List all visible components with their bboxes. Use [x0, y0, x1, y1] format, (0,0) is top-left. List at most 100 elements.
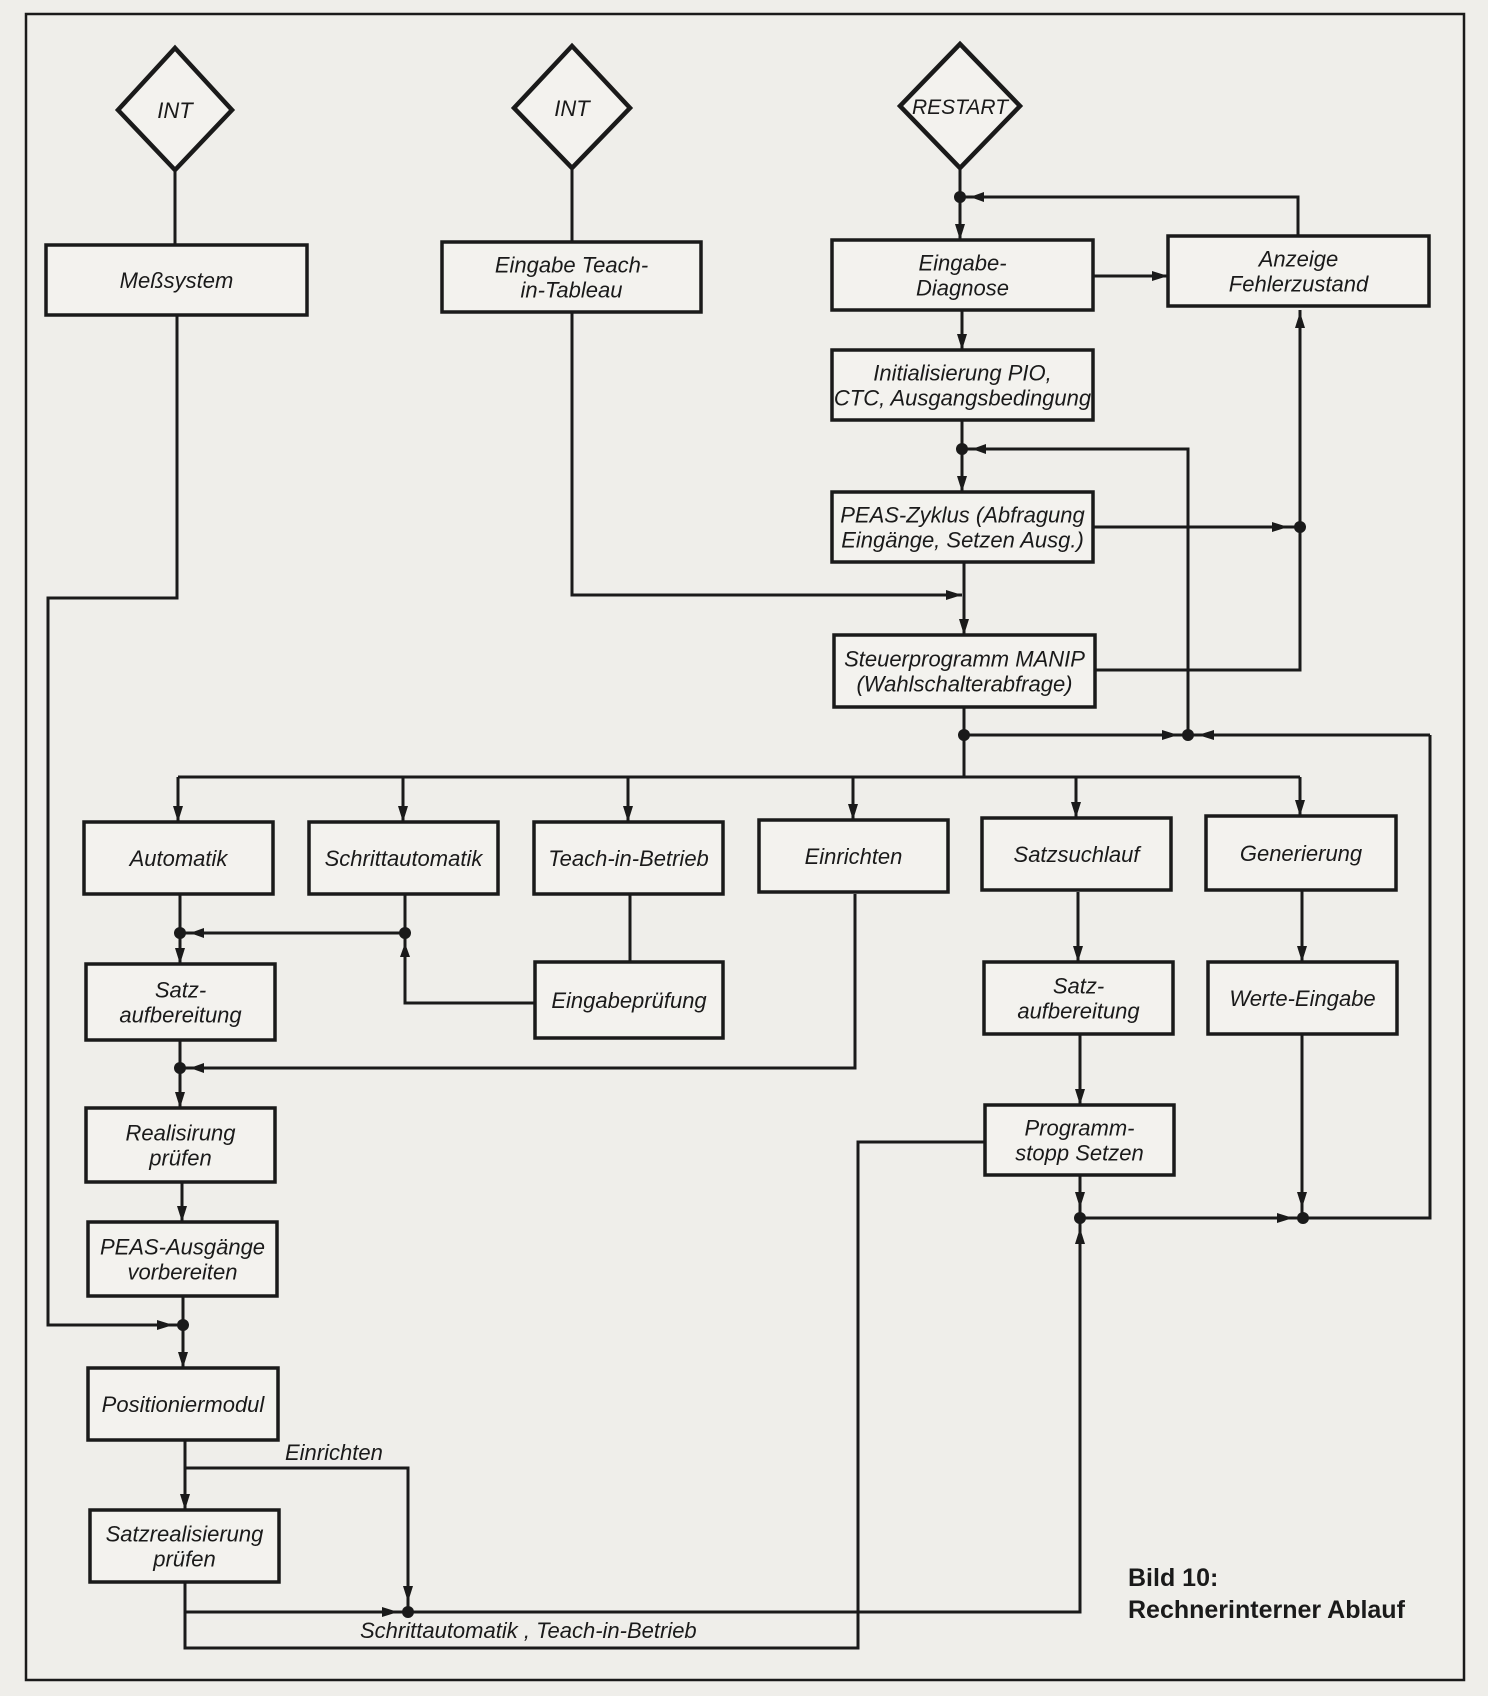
box-peas-ausgaenge-label-2: vorbereiten — [127, 1260, 237, 1285]
box-peas-ausgaenge-label-1: PEAS-Ausgänge — [100, 1235, 265, 1260]
arrowheads — [157, 192, 1307, 1617]
box-satzrealisierung-label-1: Satzrealisierung — [106, 1522, 265, 1547]
arrow-diagnose-anzeige — [1152, 271, 1168, 281]
box-werte-eingabe: Werte-Eingabe — [1206, 960, 1399, 1036]
box-einrichten-frame — [757, 818, 950, 894]
caption-title: Rechnerinterner Ablauf — [1128, 1596, 1406, 1624]
edge-label-einrichten: Einrichten — [285, 1440, 383, 1465]
box-schrittautomatik: Schrittautomatik — [307, 820, 500, 896]
box-satz-aufb-right-frame — [982, 960, 1175, 1036]
box-realisierung-frame — [84, 1106, 277, 1184]
box-einrichten-label-1: Einrichten — [805, 844, 903, 869]
box-satz-aufb-left-label-1: Satz- — [155, 978, 206, 1003]
arrow-eingabepruefung-schritt — [400, 943, 410, 957]
box-eingabe-diagnose-frame — [830, 238, 1095, 312]
box-automatik: Automatik — [82, 820, 275, 896]
arrow-bus-einrichten — [848, 804, 858, 820]
box-eingabepruefung-frame — [533, 960, 725, 1040]
arrow-anzeige-feedback — [970, 192, 984, 202]
arrow-automatik-satz — [175, 948, 185, 964]
arrow-peas-anzeige — [1272, 522, 1288, 532]
box-anzeige-label-2: Fehlerzustand — [1229, 272, 1369, 297]
edge-label-schritt-teach: Schrittautomatik , Teach-in-Betrieb — [360, 1618, 697, 1643]
box-init-label-2: CTC, Ausgangsbedingung — [834, 386, 1092, 411]
connector-lines — [46, 168, 1432, 1650]
box-werte-eingabe-label-1: Werte-Eingabe — [1229, 986, 1375, 1011]
box-automatik-frame — [82, 820, 275, 896]
arrow-peas-positionier — [178, 1352, 188, 1368]
junction-anzeige — [1294, 521, 1306, 533]
junction-positionier — [177, 1319, 189, 1331]
box-anzeige-label-1: Anzeige — [1257, 247, 1339, 272]
box-satz-aufb-right-label-1: Satz- — [1053, 974, 1104, 999]
edge-steuer-anzeige — [1093, 310, 1302, 672]
box-steuerprogramm: Steuerprogramm MANIP(Wahlschalterabfrage… — [832, 633, 1097, 709]
arrow-messsystem-positionier — [157, 1320, 173, 1330]
edge-einrichten-branch — [185, 1466, 410, 1612]
arrow-loop-right — [1198, 730, 1214, 740]
arrow-einrichten-realisirung — [190, 1063, 204, 1073]
arrow-loop-feedback — [972, 444, 986, 454]
arrow-bus-satzsuchlauf — [1071, 802, 1081, 818]
restart-label: RESTART — [912, 96, 1010, 119]
arrow-satz-programmstopp — [1075, 1089, 1085, 1105]
box-automatik-label-1: Automatik — [128, 846, 229, 871]
edge-teach-steuer — [570, 312, 962, 597]
box-satzsuchlauf-frame — [980, 816, 1173, 892]
box-peas-zyklus-label-1: PEAS-Zyklus (Abfragung — [840, 503, 1085, 528]
caption-figure-number: Bild 10: — [1128, 1564, 1218, 1592]
box-satz-aufb-right-label-2: aufbereitung — [1017, 999, 1140, 1024]
box-messsystem: Meßsystem — [44, 243, 309, 317]
arrow-restart-diagnose — [955, 224, 965, 240]
edge-anzeige-feedback — [960, 195, 1300, 236]
box-programmstopp-label-2: stopp Setzen — [1015, 1141, 1143, 1166]
box-eingabe-teach: Eingabe Teach-in-Tableau — [440, 240, 703, 314]
box-teach-betrieb-label-1: Teach-in-Betrieb — [548, 846, 709, 871]
arrow-werte-junction — [1297, 1192, 1307, 1208]
edge-eingabepruefung-schritt — [403, 933, 535, 1005]
box-satz-aufb-left: Satz-aufbereitung — [84, 962, 277, 1042]
box-werte-eingabe-frame — [1206, 960, 1399, 1036]
junction-loop — [1182, 729, 1194, 741]
box-satzrealisierung-frame — [88, 1508, 281, 1584]
arrow-programmstopp-junction — [1075, 1192, 1085, 1208]
arrow-satzreal-junction — [382, 1607, 398, 1617]
arrow-bus-generierung — [1295, 800, 1305, 816]
start-node-restart: RESTART — [896, 40, 1024, 172]
box-teach-betrieb-frame — [532, 820, 725, 896]
box-init-frame — [830, 348, 1095, 422]
arrow-schritt-automatik — [190, 928, 204, 938]
arrow-satz-realisirung — [175, 1092, 185, 1108]
junction-automatik — [174, 927, 186, 939]
int-left-label: INT — [157, 98, 194, 123]
box-schrittautomatik-label-1: Schrittautomatik — [325, 846, 484, 871]
edge-einrichten-realisirung — [180, 894, 857, 1070]
box-programmstopp: Programm-stopp Setzen — [983, 1103, 1176, 1177]
arrow-init-peas — [957, 476, 967, 492]
box-positioniermodul: Positioniermodul — [86, 1366, 280, 1442]
box-peas-zyklus-frame — [830, 490, 1095, 564]
box-satz-aufb-right: Satz-aufbereitung — [982, 960, 1175, 1036]
arrow-bus-teach — [623, 806, 633, 822]
box-eingabe-teach-label-2: in-Tableau — [521, 278, 623, 303]
junction-programmstopp — [1074, 1212, 1086, 1224]
box-teach-betrieb: Teach-in-Betrieb — [532, 820, 725, 896]
arrow-positionier-satzreal — [180, 1494, 190, 1510]
junction-restart — [954, 191, 966, 203]
box-anzeige-frame — [1166, 234, 1431, 308]
box-generierung: Generierung — [1204, 814, 1398, 892]
junction-init — [956, 443, 968, 455]
arrow-bus-schritt — [398, 806, 408, 822]
box-messsystem-label-1: Meßsystem — [120, 268, 234, 293]
box-realisierung-label-2: prüfen — [148, 1146, 211, 1171]
box-satzrealisierung-label-2: prüfen — [152, 1547, 215, 1572]
box-programmstopp-label-1: Programm- — [1024, 1116, 1134, 1141]
box-generierung-frame — [1204, 814, 1398, 892]
box-init-label-1: Initialisierung PIO, — [873, 361, 1052, 386]
box-messsystem-frame — [44, 243, 309, 317]
junction-bottom — [402, 1606, 414, 1618]
